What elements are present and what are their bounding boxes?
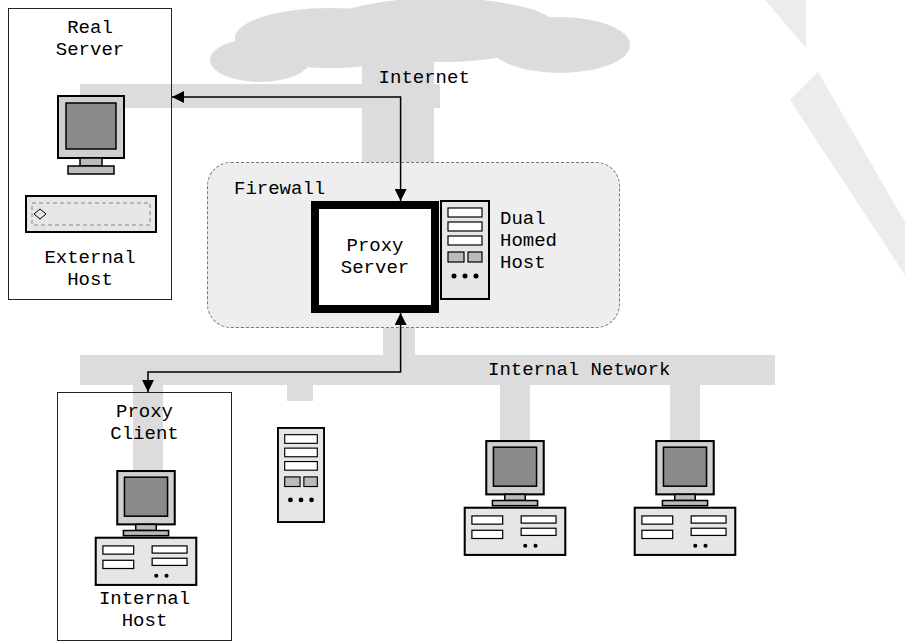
- internet-cloud: [80, 0, 630, 164]
- illustration-part: [66, 103, 116, 149]
- firewall-region: FirewallProxy Server: [207, 162, 620, 328]
- node-caption: External Host: [38, 247, 142, 291]
- node-heading: Real Server: [48, 17, 132, 61]
- watermark-shape: [765, 0, 806, 48]
- illustration-part: [32, 203, 150, 225]
- illustration-part: [68, 166, 114, 174]
- illustration-part: [287, 385, 313, 401]
- watermark-shape: [790, 72, 905, 275]
- desktop-computer: [96, 471, 197, 585]
- node-heading: Proxy Server: [335, 235, 415, 279]
- illustration-part: [26, 196, 156, 232]
- connector-arrow: [148, 313, 401, 392]
- edge-label: Internet: [379, 67, 470, 89]
- illustration-part: [670, 385, 700, 441]
- node-heading: Proxy Client: [103, 401, 187, 445]
- illustration-part: [58, 96, 124, 158]
- node-caption: Internal Host: [93, 588, 197, 632]
- illustration-part: [34, 209, 46, 219]
- illustration-part: [210, 38, 310, 82]
- tower-computer: [278, 428, 324, 522]
- illustration-part: [500, 385, 530, 441]
- illustration-part: [80, 355, 775, 385]
- illustration-part: [80, 158, 102, 166]
- host-box: Proxy ClientInternal Host: [57, 392, 232, 641]
- server-icon: [26, 96, 156, 232]
- firewall-fill: [207, 162, 620, 328]
- desktop-computer: [635, 441, 736, 555]
- illustration-part: [490, 17, 630, 73]
- host-box: Real ServerExternal Host: [8, 8, 172, 300]
- node-heading: Firewall: [234, 178, 325, 200]
- desktop-computer: [465, 441, 566, 555]
- proxy-box: Proxy Server: [311, 201, 439, 313]
- tower-computer: [441, 201, 489, 299]
- network-label: Internal Network: [488, 359, 670, 381]
- host-label: Dual Homed Host: [500, 208, 566, 274]
- illustration-part: [383, 328, 415, 355]
